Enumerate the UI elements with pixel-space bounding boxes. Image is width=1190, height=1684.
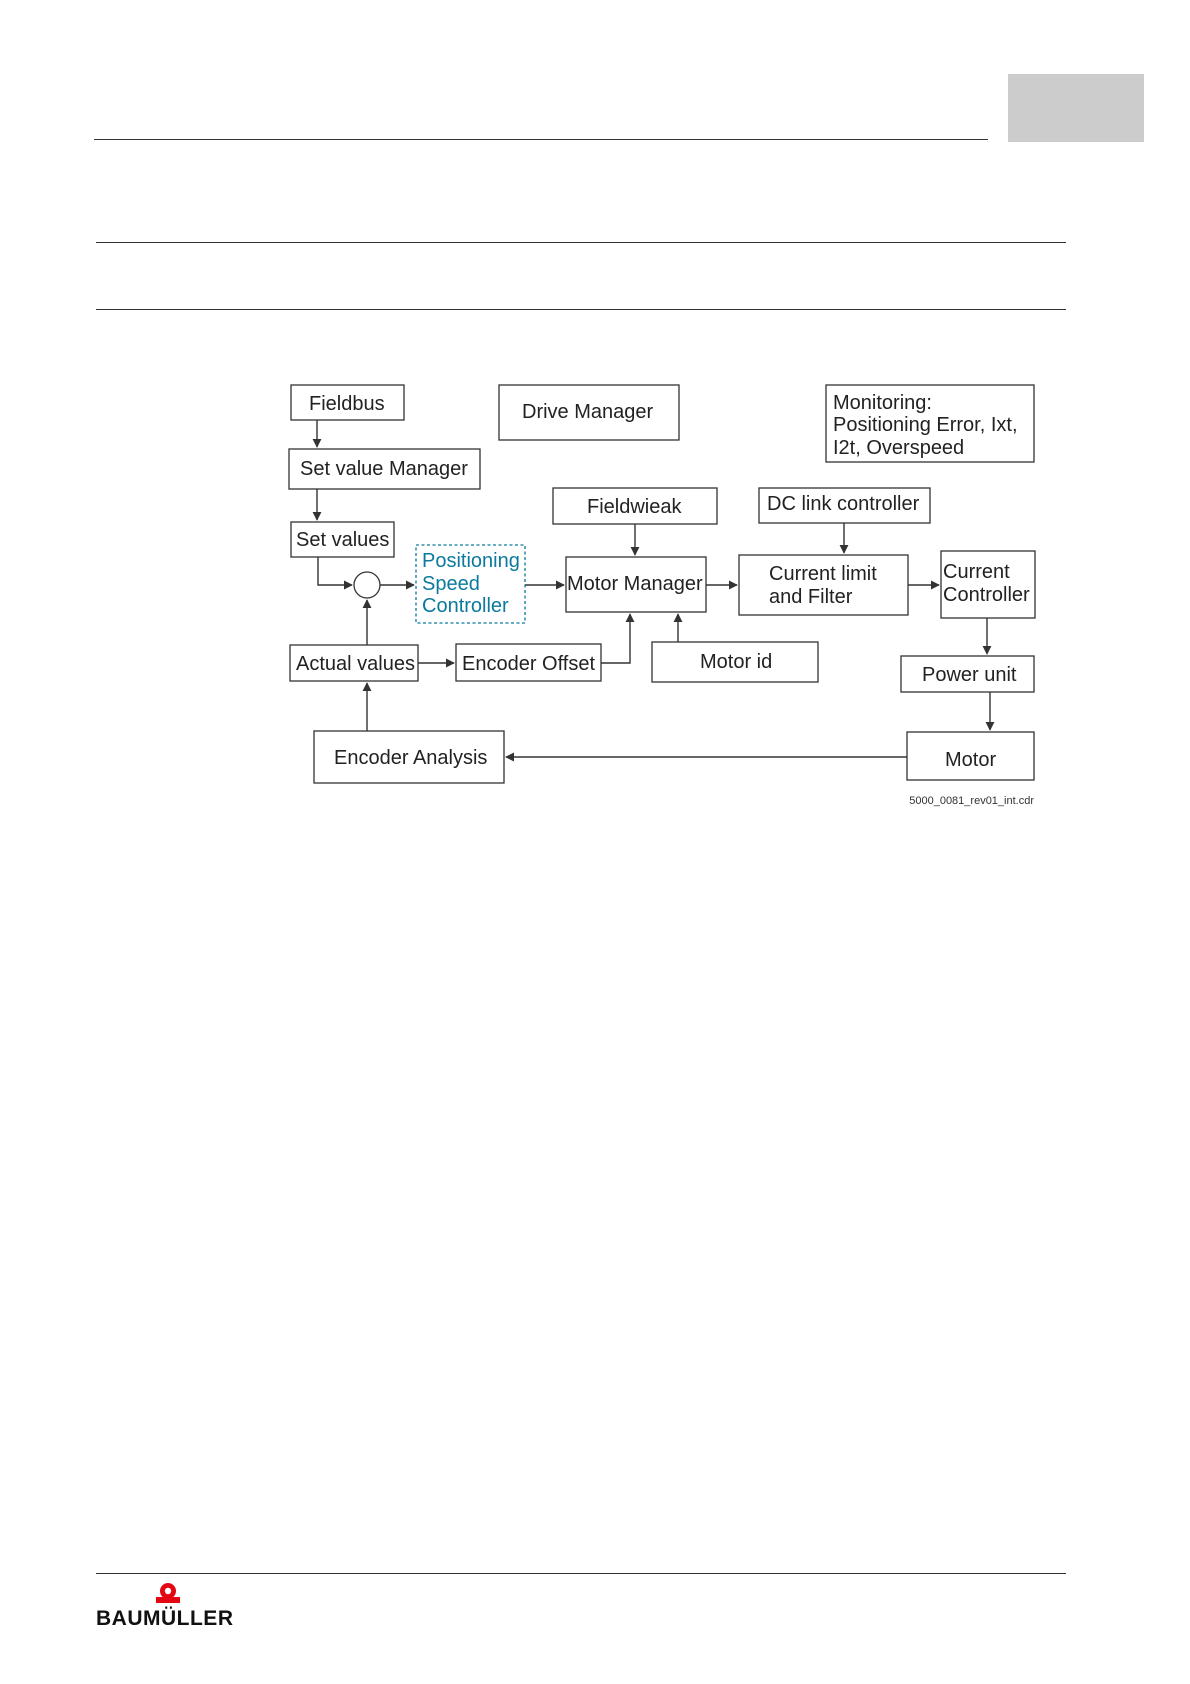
- fieldbus-box: [290, 384, 405, 421]
- encoder-offset-label: Encoder Offset: [462, 653, 595, 675]
- monitoring-box: [825, 384, 1035, 463]
- speed-label: Speed: [422, 573, 480, 595]
- section-rule-top: [96, 242, 1066, 243]
- motor-box: [906, 731, 1035, 781]
- current-limit-label-line1: Current limit: [769, 563, 877, 585]
- footer-rule: [96, 1573, 1066, 1574]
- power-unit-label: Power unit: [922, 664, 1017, 686]
- section-rule-bottom: [96, 309, 1066, 310]
- fieldweak-label: Fieldwieak: [587, 496, 682, 518]
- monitoring-label-line3: I2t, Overspeed: [833, 437, 964, 459]
- encoder-analysis-label: Encoder Analysis: [334, 747, 487, 769]
- motor-label: Motor: [945, 749, 996, 771]
- arrow-encoderoffset-to-motormgr: [601, 613, 635, 664]
- monitoring-label-line2: Positioning Error, Ixt,: [833, 414, 1018, 436]
- motor-id-box: [651, 641, 819, 683]
- power-unit-box: [900, 655, 1035, 693]
- monitoring-label-line1: Monitoring:: [833, 392, 932, 414]
- set-value-manager-box: [288, 448, 481, 490]
- positioning-label: Positioning: [422, 550, 520, 572]
- encoder-analysis-box: [313, 730, 505, 784]
- motor-id-label: Motor id: [700, 651, 772, 673]
- current-controller-label-line2: Controller: [943, 584, 1030, 606]
- current-controller-label-line1: Current: [943, 561, 1010, 583]
- baumuller-logo-mark: [156, 1583, 180, 1603]
- fieldbus-label: Fieldbus: [309, 393, 385, 415]
- chapter-tab: [1008, 74, 1144, 142]
- figure-id: 5000_0081_rev01_int.cdr: [909, 795, 1034, 807]
- logo-text: BAUMÜLLER: [96, 1607, 234, 1630]
- drive-manager-label: Drive Manager: [522, 401, 654, 423]
- set-values-box: [290, 521, 395, 558]
- set-values-label: Set values: [296, 529, 389, 551]
- arrow-setvalues-to-junction: [317, 557, 353, 590]
- current-controller-box: [940, 550, 1036, 619]
- set-value-manager-label: Set value Manager: [300, 458, 468, 480]
- motor-manager-label: Motor Manager: [567, 573, 703, 595]
- header-rule: [94, 139, 988, 140]
- summing-junction: [353, 571, 381, 599]
- controller-label: Controller: [422, 595, 509, 617]
- drive-manager-box: [498, 384, 680, 441]
- current-limit-label-line2: and Filter: [769, 586, 853, 608]
- dc-link-controller-label: DC link controller: [767, 493, 920, 515]
- actual-values-label: Actual values: [296, 653, 415, 675]
